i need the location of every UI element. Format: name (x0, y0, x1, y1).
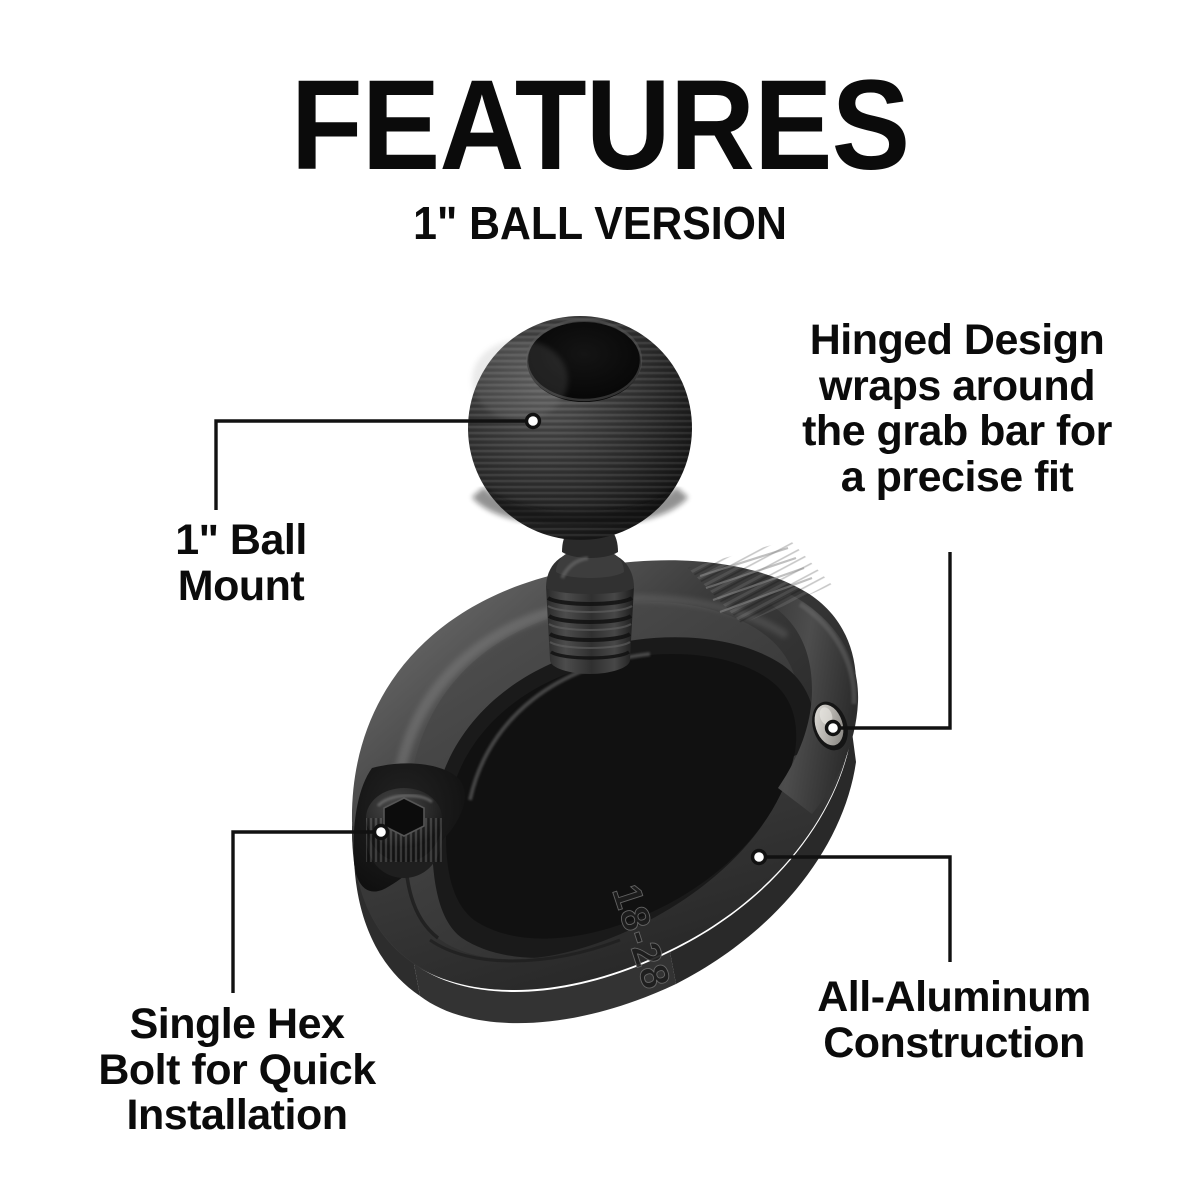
callout-hex-bolt: Single Hex Bolt for Quick Installation (98, 1000, 376, 1140)
ball-mount (468, 316, 692, 540)
ball-post (546, 522, 634, 674)
hex-socket (383, 797, 425, 837)
post-threads (546, 596, 634, 660)
callout-hinged-design: Hinged Design wraps around the grab bar … (802, 316, 1112, 501)
page-subtitle: 1" BALL VERSION (413, 197, 787, 249)
grip-ridge-lines (699, 546, 813, 614)
clamp-upper-arm (351, 560, 857, 822)
clamp-hinge-lobe (770, 594, 859, 814)
callout-all-aluminum: All-Aluminum Construction (817, 973, 1091, 1067)
hex-bolt-assembly (353, 763, 465, 892)
callout-ball-mount: 1" Ball Mount (175, 516, 307, 610)
page-title: FEATURES (290, 54, 910, 197)
